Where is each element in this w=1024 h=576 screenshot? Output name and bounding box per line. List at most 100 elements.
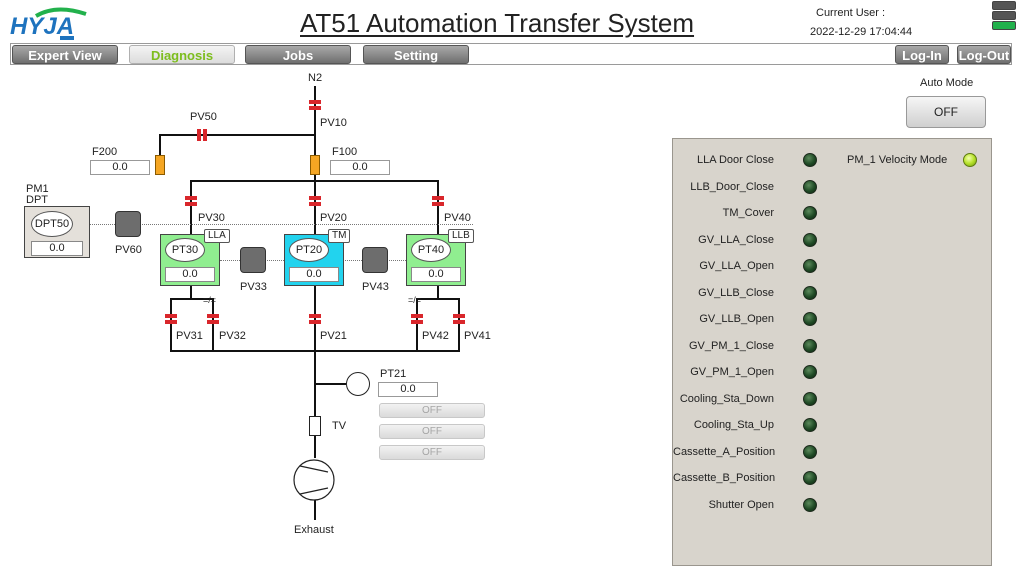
pv33-valve-icon[interactable] xyxy=(240,247,266,273)
pv60-valve-icon[interactable] xyxy=(115,211,141,237)
tower-light-middle xyxy=(992,11,1016,20)
io-signal-row: Cooling_Sta_Up xyxy=(673,416,823,436)
f200-filter-icon xyxy=(155,155,165,175)
pv32-valve-icon[interactable] xyxy=(207,314,219,324)
io-signal-lamp-icon xyxy=(803,179,817,194)
pm1-velocity-lamp-icon xyxy=(963,153,977,167)
io-signal-lamp-icon xyxy=(803,418,817,432)
tower-light-top xyxy=(992,1,1016,10)
tv-label: TV xyxy=(332,420,347,432)
pv41-valve-icon[interactable] xyxy=(453,314,465,324)
io-signal-label: GV_PM_1_Open xyxy=(690,366,774,378)
io-signal-row: Cooling_Sta_Down xyxy=(673,390,823,410)
pm1-dpt-box[interactable]: DPT50 0.0 xyxy=(24,206,90,258)
app-title: AT51 Automation Transfer System xyxy=(300,8,695,38)
logo-text: HYJA xyxy=(10,13,74,40)
io-signal-lamp-icon xyxy=(803,365,817,379)
current-user-label: Current User : xyxy=(816,7,886,19)
auto-mode-button[interactable]: OFF xyxy=(906,96,986,128)
io-signal-label: GV_LLA_Close xyxy=(698,233,774,246)
status-tower-icon xyxy=(990,0,1018,33)
pv32-label: PV32 xyxy=(219,330,246,342)
io-signal-label: LLA Door Close xyxy=(696,154,774,166)
pv31-label: PV31 xyxy=(176,330,203,342)
tm-tag: TM xyxy=(328,229,351,243)
tv-valve-icon[interactable] xyxy=(309,416,321,436)
io-signal-label: LLB_Door_Close xyxy=(690,180,774,193)
pm1-velocity-label: PM_1 Velocity Mode xyxy=(847,154,948,166)
io-signal-label: Cassette_A_Position xyxy=(673,445,776,458)
pv60-label: PV60 xyxy=(115,244,142,256)
io-signal-label: GV_LLA_Open xyxy=(699,260,774,272)
pt21-gauge-icon xyxy=(346,372,370,396)
io-signal-label: Cooling_Sta_Up xyxy=(693,419,774,431)
io-signal-row: GV_LLB_Open xyxy=(673,310,823,330)
login-button[interactable]: Log-In xyxy=(895,45,949,64)
f200-label: F200 xyxy=(92,146,118,158)
io-signal-label: TM_Cover xyxy=(722,207,774,219)
pv20-valve-icon[interactable] xyxy=(309,196,321,206)
pv21-label: PV21 xyxy=(320,330,347,342)
pv32-mini-icon: =/= xyxy=(203,295,217,305)
io-signal-label: Shutter Open xyxy=(708,498,774,511)
f100-value: 0.0 xyxy=(330,160,390,175)
off-button-1[interactable]: OFF xyxy=(379,403,485,418)
io-signal-lamp-icon xyxy=(803,444,817,459)
io-signal-label: GV_PM_1_Close xyxy=(689,339,774,352)
llb-tag: LLB xyxy=(448,229,474,243)
io-signal-row: GV_LLB_Close xyxy=(673,284,823,304)
pv10-label: PV10 xyxy=(320,117,347,129)
pt21-value: 0.0 xyxy=(378,382,438,397)
pv30-valve-icon[interactable] xyxy=(185,196,197,206)
pv40-valve-icon[interactable] xyxy=(432,196,444,206)
io-signal-row: Cassette_B_Position xyxy=(673,469,823,489)
io-signal-label: GV_LLB_Close xyxy=(698,286,774,299)
off-button-2[interactable]: OFF xyxy=(379,424,485,439)
io-signal-row: GV_PM_1_Open xyxy=(673,363,823,383)
pt40-value: 0.0 xyxy=(411,267,461,282)
io-signal-label: Cooling_Sta_Down xyxy=(679,392,774,405)
pt21-label: PT21 xyxy=(380,368,407,380)
logout-button[interactable]: Log-Out xyxy=(957,45,1011,64)
io-signal-row: GV_PM_1_Close xyxy=(673,337,823,357)
pv42-label: PV42 xyxy=(422,330,449,342)
io-signal-lamp-icon xyxy=(803,312,817,326)
pt40-gauge: PT40 xyxy=(411,238,451,262)
io-signal-lamp-icon xyxy=(803,259,817,273)
io-signal-lamp-icon xyxy=(803,153,817,167)
nav-setting[interactable]: Setting xyxy=(363,45,469,64)
nav-bar: Expert View Diagnosis Jobs Setting Log-I… xyxy=(10,43,1012,65)
pv10-valve-icon[interactable] xyxy=(309,100,321,110)
io-signal-label: Cassette_B_Position xyxy=(673,472,776,484)
pm1-label: PM1 xyxy=(26,183,49,195)
off-button-3[interactable]: OFF xyxy=(379,445,485,460)
nav-jobs[interactable]: Jobs xyxy=(245,45,351,64)
io-signal-label: GV_LLB_Open xyxy=(699,313,774,325)
io-signal-row: Shutter Open xyxy=(673,496,823,516)
io-signal-lamp-icon xyxy=(803,497,817,512)
lla-tag: LLA xyxy=(204,229,230,243)
pv43-valve-icon[interactable] xyxy=(362,247,388,273)
f100-filter-icon xyxy=(310,155,320,175)
pv41-label: PV41 xyxy=(464,330,491,342)
pv40-label: PV40 xyxy=(444,212,471,224)
pv42-valve-icon[interactable] xyxy=(411,314,423,324)
pt30-value: 0.0 xyxy=(165,267,215,282)
pv31-valve-icon[interactable] xyxy=(165,314,177,324)
pump-icon[interactable] xyxy=(292,458,336,502)
nav-diagnosis[interactable]: Diagnosis xyxy=(129,45,235,64)
pv50-valve-icon[interactable] xyxy=(196,129,208,141)
lla-chamber[interactable]: PT30 0.0 xyxy=(160,234,220,286)
company-logo: HYJA xyxy=(8,6,104,42)
io-signal-lamp-icon xyxy=(803,338,817,353)
io-signal-lamp-icon xyxy=(803,391,817,406)
nav-expert-view[interactable]: Expert View xyxy=(12,45,118,64)
io-signal-row: TM_Cover xyxy=(673,204,823,224)
pv42-mini-icon: =/= xyxy=(408,295,422,305)
exhaust-label: Exhaust xyxy=(294,524,334,536)
tm-chamber[interactable]: PT20 0.0 xyxy=(284,234,344,286)
pv21-valve-icon[interactable] xyxy=(309,314,321,324)
f100-label: F100 xyxy=(332,146,358,158)
tower-light-bottom xyxy=(992,21,1016,30)
